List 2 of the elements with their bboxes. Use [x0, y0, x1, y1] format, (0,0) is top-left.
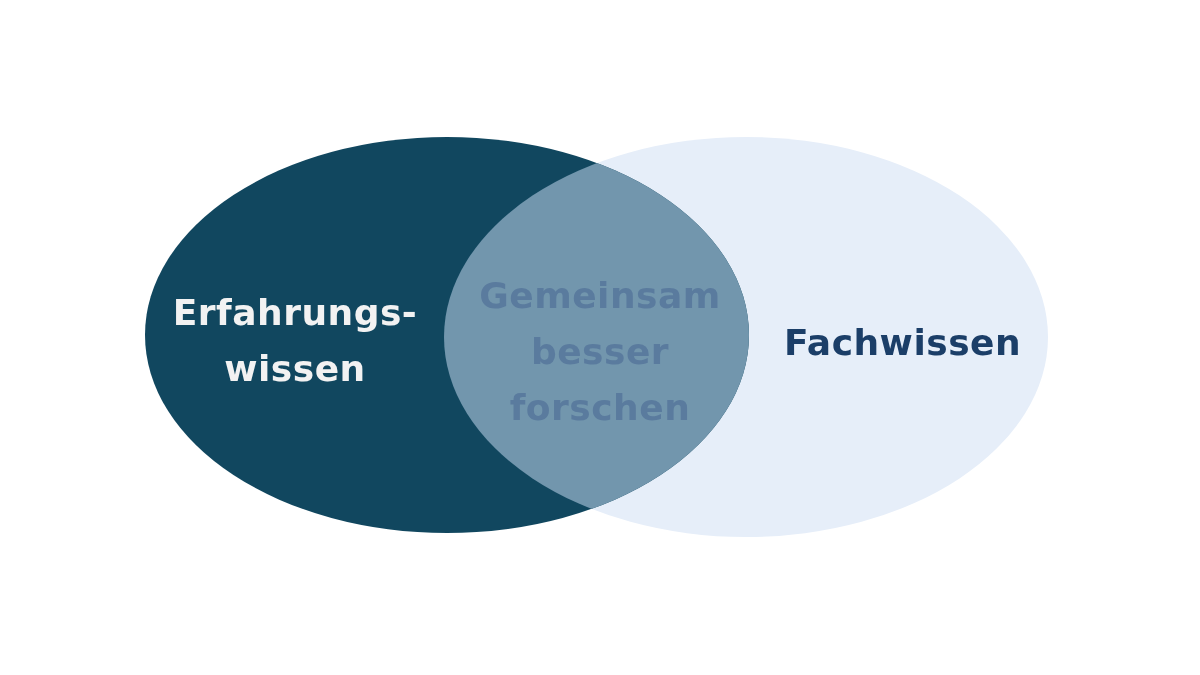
venn-label: Erfahrungs- wissen [171, 291, 419, 391]
venn-label: Fachwissen [782, 321, 1023, 365]
